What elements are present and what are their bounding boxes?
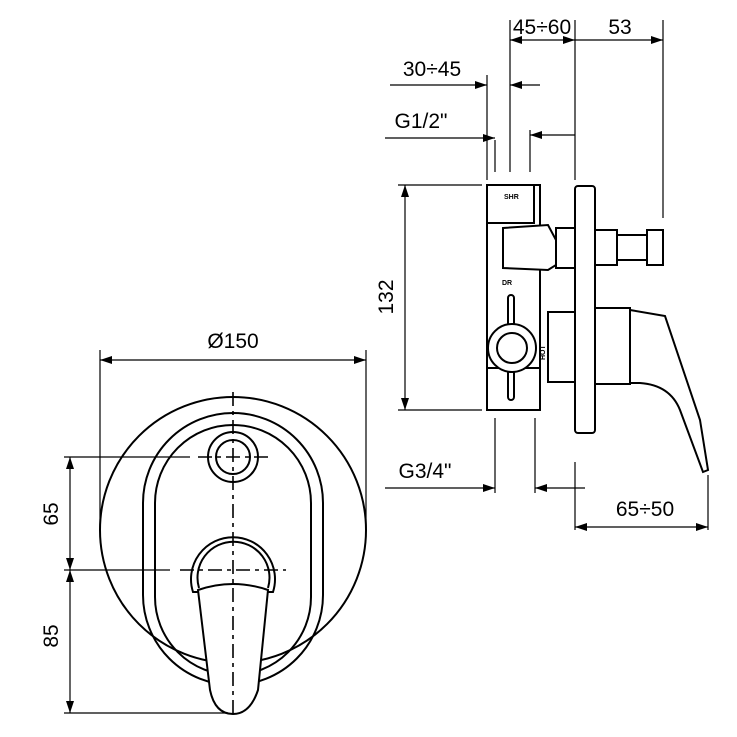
- shower-label: SHR: [504, 194, 519, 201]
- diverter-label: DR: [502, 280, 512, 287]
- inlet-connector: [487, 323, 537, 373]
- dimension-85-label: 85: [40, 624, 63, 647]
- dimension-53-label: 53: [608, 16, 631, 39]
- stem-knob: [646, 229, 664, 266]
- upper-collar: [555, 227, 576, 269]
- handle-base: [594, 307, 631, 385]
- shower-outlet: [486, 184, 535, 224]
- side-view: SHR DR HOT 45÷60 53 30÷45 G1/2": [375, 16, 710, 531]
- wall-plate: [574, 185, 596, 434]
- hot-label: HOT: [540, 345, 547, 361]
- dimension-65-50-label: 65÷50: [616, 498, 674, 521]
- lower-cartridge: [547, 311, 576, 383]
- dimension-45-60-label: 45÷60: [513, 16, 571, 39]
- dimension-132-label: 132: [375, 279, 398, 314]
- stem-sleeve: [594, 229, 618, 266]
- inlet-connector-inner: [496, 332, 528, 364]
- side-lever-handle: [629, 308, 710, 474]
- dimension-diameter-label: Ø150: [207, 330, 258, 353]
- upper-cartridge: [502, 223, 557, 272]
- dimension-65-label: 65: [40, 502, 63, 525]
- dimension-g34-label: G3/4": [399, 460, 452, 483]
- dimension-g12-label: G1/2": [395, 110, 448, 133]
- dimension-30-45-label: 30÷45: [403, 58, 461, 81]
- front-view: Ø150 65 85: [40, 330, 367, 716]
- stem: [616, 234, 648, 261]
